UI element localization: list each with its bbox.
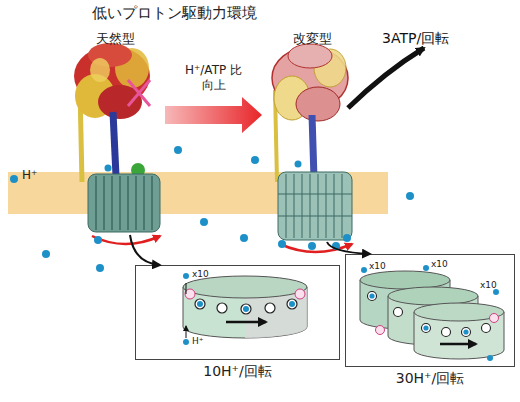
enzyme-region: 改変型 [262,30,362,242]
proton-label: H⁺ [192,336,204,346]
inset-box: 10H⁺/回転 [135,265,340,360]
figure-title: 低いプロトン駆動力環境 [92,4,257,23]
node-heading: 30H⁺/回転 [346,370,514,388]
multiplier: x10 [480,280,497,290]
curved-arrow [327,242,370,254]
modified-enzyme [272,44,424,252]
proton-label: H⁺ [22,168,37,182]
multiplier: x10 [431,259,448,269]
output-rate: 3ATP/回転 [382,30,449,48]
inset-c-ring-30 [345,254,515,367]
wild-type-enzyme [74,43,160,244]
node-heading: 天然型 [65,30,165,48]
multiplier: x10 [369,261,386,271]
enzyme-region: 天然型 [65,30,165,235]
multiplier: x10 [192,269,209,279]
node-heading: 10H⁺/回転 [136,363,339,381]
edge-label: H⁺/ATP 比 向上 [178,63,250,93]
inset-c-ring-10 [135,265,340,360]
block-arrow [165,97,262,133]
curved-arrow [130,235,160,265]
node-heading: 改変型 [262,30,362,48]
